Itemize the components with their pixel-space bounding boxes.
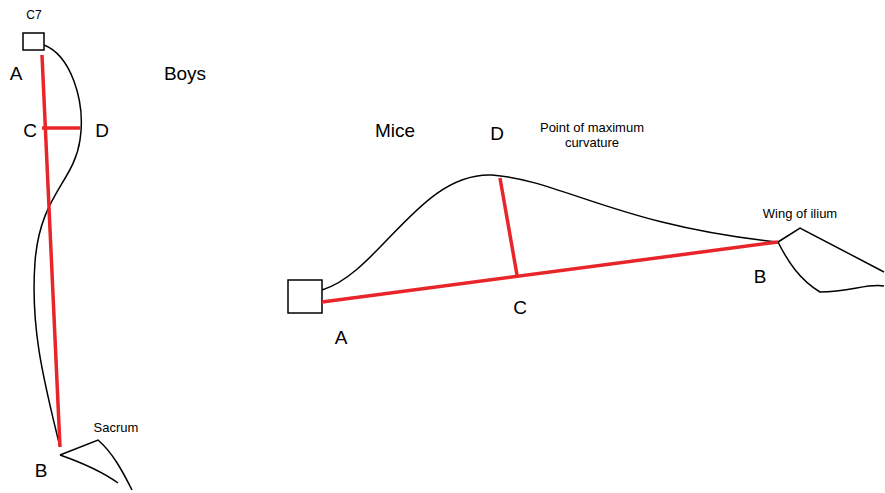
point-letter: B <box>754 266 767 288</box>
note-label: Point of maximum curvature <box>530 121 655 151</box>
depth-line <box>500 178 517 275</box>
chord-line <box>322 242 778 302</box>
chord-line <box>42 55 60 447</box>
spine-curve <box>34 45 81 447</box>
c7-vertebra <box>23 33 44 50</box>
point-letter: D <box>95 120 109 142</box>
panel-title: Boys <box>164 63 206 85</box>
depth-line <box>42 126 80 130</box>
part-label: Wing of ilium <box>763 207 837 222</box>
point-letter: A <box>335 327 348 349</box>
point-letter: B <box>35 460 48 482</box>
point-letter: C <box>513 297 527 319</box>
vertebra-label: C7 <box>26 9 41 23</box>
part-label: Sacrum <box>94 421 139 436</box>
point-letter: A <box>10 63 23 85</box>
point-letter: D <box>490 123 504 145</box>
panel-title: Mice <box>375 120 415 142</box>
point-letter: C <box>23 120 37 142</box>
sacrum-shape <box>60 440 132 490</box>
c7-vertebra <box>288 280 322 313</box>
ilium-shape <box>778 228 884 292</box>
